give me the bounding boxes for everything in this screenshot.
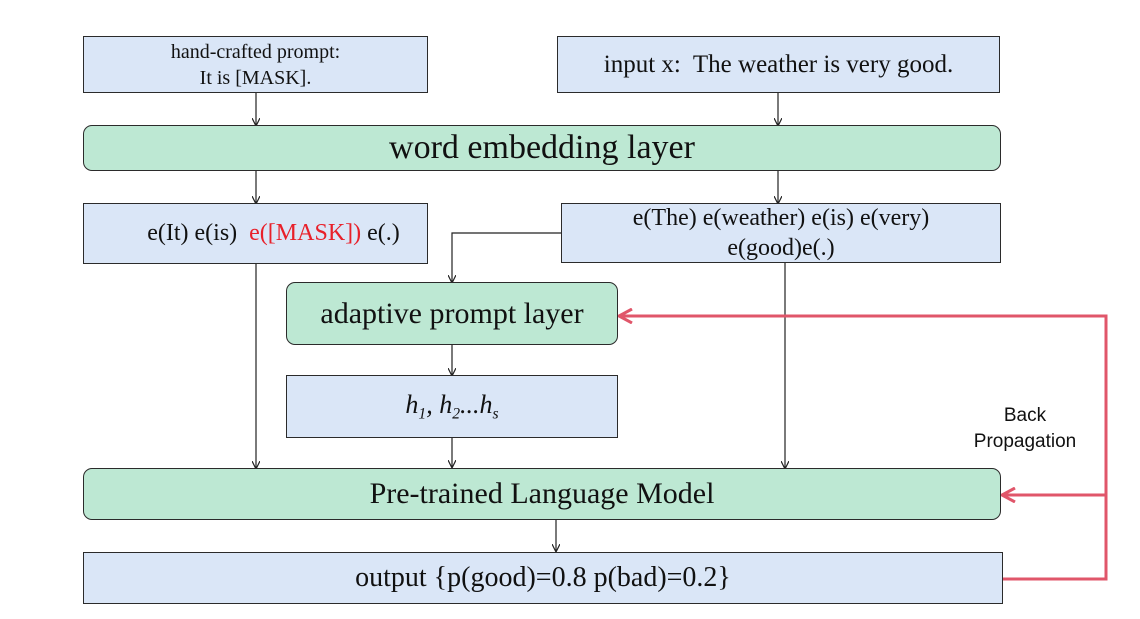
backprop-line [619,316,1108,581]
prompt-embeddings-suffix: e(.) [361,220,400,246]
arrow-input-embeddings-to-adaptive-layer [452,232,561,282]
adaptive-prompt-label: adaptive prompt layer [320,296,584,330]
hidden-states-box: h1, h2...hs [286,375,618,438]
back-propagation-line2: Propagation [973,431,1077,452]
mask-embedding: e([MASK]) [249,220,362,246]
output-box: output {p(good)=0.8 p(bad)=0.2} [83,552,1003,604]
plm-label: Pre-trained Language Model [369,477,715,510]
input-x-box: input x: The weather is very good. [557,36,1000,93]
prompt-embeddings-box: e(It) e(is) e([MASK]) e(.) [83,203,428,264]
output-text: output {p(good)=0.8 p(bad)=0.2} [355,562,731,593]
adaptive-prompt-layer: adaptive prompt layer [286,282,618,345]
prompt-title: hand-crafted prompt: [170,40,341,63]
prompt-embeddings-prefix: e(It) e(is) [147,220,250,246]
pretrained-language-model: Pre-trained Language Model [83,468,1001,520]
hand-crafted-prompt-box: hand-crafted prompt: It is [MASK]. [83,36,428,93]
hidden-states-formula: h1, h2...hs [405,389,499,423]
word-embedding-layer: word embedding layer [83,125,1001,171]
back-propagation-line1: Back [1003,405,1047,426]
back-propagation-label: Back Propagation [955,403,1095,455]
input-embeddings-line1: e(The) e(weather) e(is) e(very) [632,205,930,231]
input-text: input x: The weather is very good. [603,50,954,78]
input-embeddings-line2: e(good)e(.) [727,235,835,261]
word-embedding-label: word embedding layer [389,129,695,166]
input-embeddings-box: e(The) e(weather) e(is) e(very) e(good)e… [561,203,1001,263]
prompt-template: It is [MASK]. [199,66,312,89]
